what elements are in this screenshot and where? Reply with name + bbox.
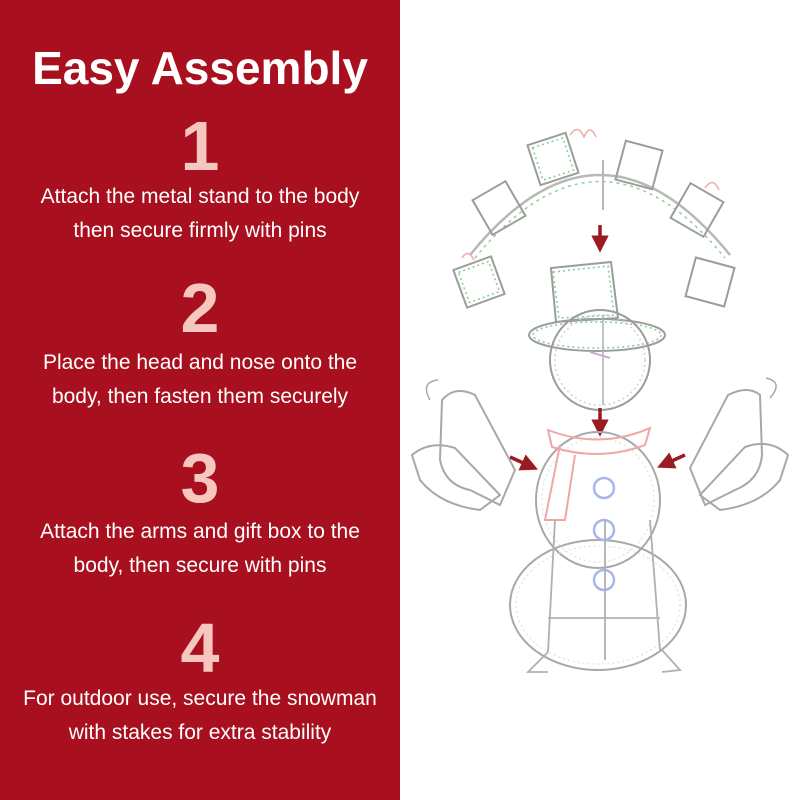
- gift-arch: [452, 128, 736, 309]
- step-1-number: 1: [180, 107, 220, 185]
- step-4-line-1: For outdoor use, secure the snowman: [23, 687, 377, 710]
- step-4-number: 4: [180, 609, 220, 687]
- step-3-number: 3: [180, 439, 220, 517]
- step-3-line-1: Attach the arms and gift box to the: [40, 520, 360, 543]
- step-2-description: Place the head and nose onto the body, t…: [0, 346, 400, 414]
- step-2-number: 2: [180, 269, 220, 347]
- step-1-line-2: then secure firmly with pins: [73, 219, 327, 242]
- instructions-panel: Easy Assembly 1 Attach the metal stand t…: [0, 0, 400, 800]
- step-1-description: Attach the metal stand to the body then …: [0, 180, 400, 248]
- snowman-body: [509, 426, 687, 673]
- assembly-arrows: [509, 225, 686, 471]
- snowman-head: [528, 260, 666, 411]
- page-title: Easy Assembly: [32, 42, 368, 94]
- snowman-arms: [410, 377, 790, 512]
- step-2-line-2: body, then fasten them securely: [51, 385, 349, 408]
- step-2-line-1: Place the head and nose onto the: [42, 351, 358, 374]
- step-3-description: Attach the arms and gift box to the body…: [0, 515, 400, 583]
- step-4-line-2: with stakes for extra stability: [68, 721, 332, 744]
- step-4-description: For outdoor use, secure the snowman with…: [0, 682, 400, 750]
- snowman-assembly-diagram: [410, 128, 790, 673]
- step-1-line-1: Attach the metal stand to the body: [40, 185, 360, 208]
- step-3-line-2: body, then secure with pins: [73, 554, 327, 577]
